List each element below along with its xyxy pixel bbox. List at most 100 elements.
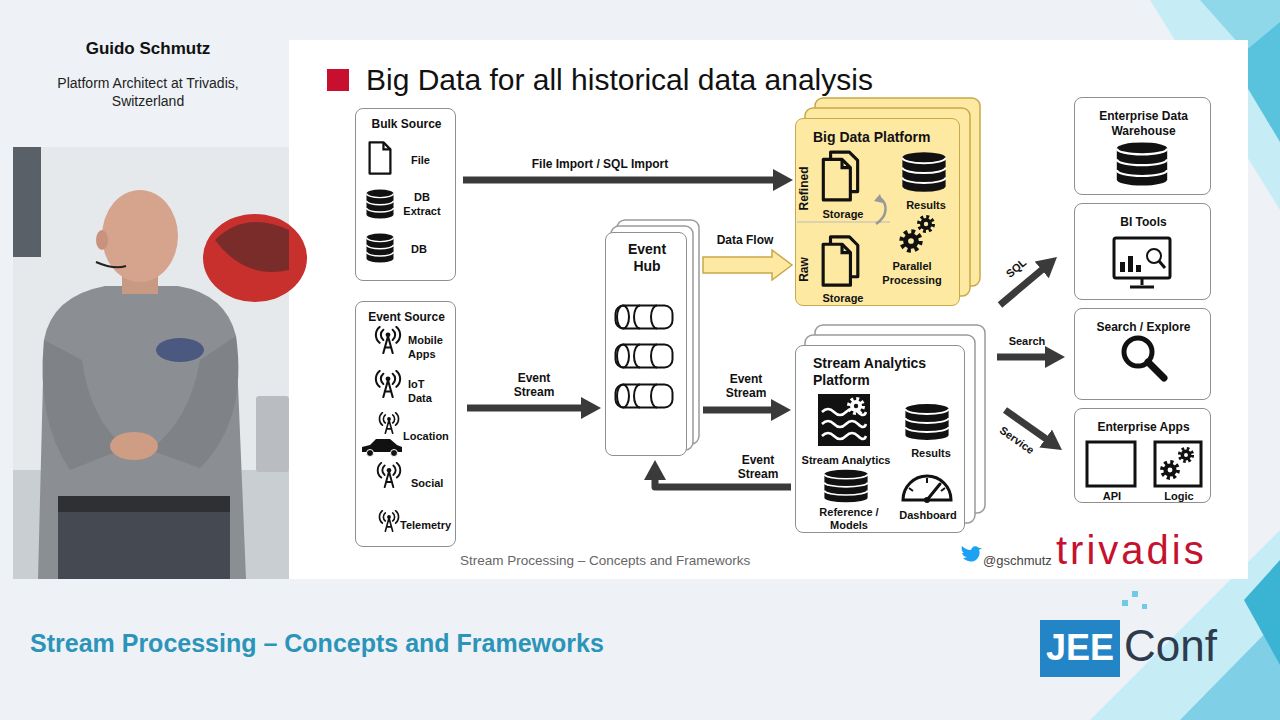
edge-label: Search [997,334,1057,348]
event-source-icons [378,463,401,487]
node-title: Stream Analytics Platform [813,355,941,389]
stream-analytics-icons [905,404,948,440]
event-hub-box: Event Hub [605,232,687,456]
big-data-icons [919,217,933,231]
speaker-photo [203,214,307,302]
bulk-source-icons [370,142,391,173]
talk-title: Stream Processing – Concepts and Framewo… [30,628,604,659]
speaker-photo [38,286,246,579]
consumer-icons [1117,142,1167,185]
consumer-icons [1136,265,1141,272]
flow-arrow [703,250,792,280]
consumer-icons [1159,261,1165,268]
slide-panel [289,40,1248,579]
big-data-icons [823,237,858,285]
speaker-photo [13,147,307,579]
consumer-icons [1155,442,1201,486]
stream-analytics-icons [924,497,930,503]
node-item: Storage [816,207,870,221]
speaker-photo [13,147,289,579]
connector-arrow [467,405,585,412]
speaker-photo [256,396,289,472]
consumer-box: Search / Explore [1074,308,1211,400]
big-data-icons [823,152,857,200]
node-item: Mobile Apps [408,333,454,361]
conference-logo-box [1040,620,1120,677]
edge-label: Service [988,417,1045,463]
corner-decoration [1244,560,1280,665]
consumer-icons [1148,362,1164,378]
node-title: Event Source [356,310,457,325]
speaker-name: Guido Schmutz [20,38,276,59]
stream-analytics-icons [822,409,866,439]
node-item: File [411,153,451,167]
speaker-photo [215,222,289,272]
bulk-source-icons [367,142,394,262]
edge-label: Event Stream [722,372,770,400]
event-source-icons [362,327,402,531]
stream-analytics-icons [903,476,951,500]
big-data-icons [902,232,920,250]
event-source-icons [391,450,398,457]
consumer-icons [1114,238,1170,278]
consumer-icons [1124,338,1152,366]
speaker-photo [58,512,230,579]
speaker-photo [150,336,238,468]
queue-icons [616,306,673,408]
node-item: DB Extract [398,190,446,218]
speaker-photo [102,190,178,282]
speaker-photo [96,230,108,250]
node-title: Search / Explore [1085,320,1202,335]
node-title: Bulk Source [356,117,457,132]
event-source-icons [362,439,402,452]
node-item: Parallel Processing [876,259,948,287]
consumer-icons [1087,442,1135,486]
title-bullet [327,69,349,91]
speaker-photo [13,147,41,257]
consumer-box: Enterprise Data Warehouse [1074,97,1211,195]
stream-analytics-icons [818,394,870,446]
consumer-icons [1162,462,1177,477]
consumer-box: Enterprise Apps{ }APILogic [1074,408,1211,503]
node-item: Location [403,429,457,443]
node-item: Logic [1156,489,1202,503]
stream-analytics-icons [909,478,945,491]
consumer-icons [1130,278,1154,287]
big-data-icons [902,152,945,192]
big-data-icons [797,222,890,223]
queue-icons [616,385,673,408]
twitter-bird [962,546,982,562]
connector-arrow [463,177,777,184]
node-item: IoT Data [408,377,448,405]
event-source-icons [379,413,398,434]
speaker-role: Platform Architect at Trivadis, Switzerl… [28,74,268,110]
node-item: Reference / Models [810,506,888,532]
consumer-icons [1147,249,1161,263]
big-data-icons [876,198,886,224]
company-logo: trivadis [1056,530,1207,570]
stream-analytics-icons [824,470,867,502]
consumer-icons [1087,142,1201,486]
speaker-photo [58,496,230,512]
zone-label: Raw [797,240,812,300]
node-item: Results [899,198,953,212]
consumer-box: BI Tools [1074,203,1211,300]
edge-label: Event Stream [510,371,558,399]
node-item: Stream Analytics [796,453,896,467]
consumer-icons [1180,449,1193,462]
corner-decoration [1122,600,1128,606]
conference-logo: JEE [1040,626,1120,670]
node-title: Enterprise Data Warehouse [1093,109,1194,139]
slide-title: Big Data for all historical data analysi… [366,61,873,98]
big-data-icons [797,152,946,285]
twitter-handle: @gschmutz [983,553,1052,569]
node-title: Big Data Platform [813,129,958,146]
platform-box: Stream Analytics PlatformStream Analytic… [795,345,965,533]
zone-label: Refined [797,159,812,219]
node-title: BI Tools [1085,215,1202,230]
node-title: Enterprise Apps [1085,420,1202,435]
stream-analytics-icons [849,399,863,413]
consumer-icons [1120,262,1125,272]
